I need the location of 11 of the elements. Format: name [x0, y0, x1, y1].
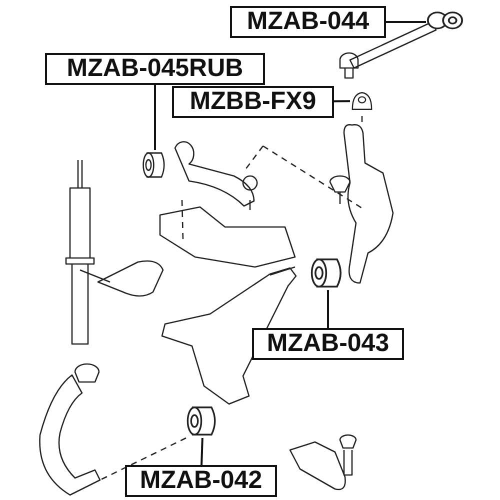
- leader-line: [386, 21, 426, 23]
- part-number-label: MZBB-FX9: [172, 86, 334, 118]
- leader-line: [154, 85, 156, 150]
- part-number-label: MZAB-042: [125, 465, 277, 497]
- part-number-label: MZAB-043: [252, 328, 404, 360]
- leader-line: [200, 438, 204, 466]
- part-number-label: MZAB-044: [230, 6, 386, 38]
- part-number-label: MZAB-045RUB: [45, 53, 265, 85]
- rubber-mount-drawing: [350, 89, 374, 113]
- leader-line: [327, 290, 329, 328]
- leader-line: [334, 100, 350, 102]
